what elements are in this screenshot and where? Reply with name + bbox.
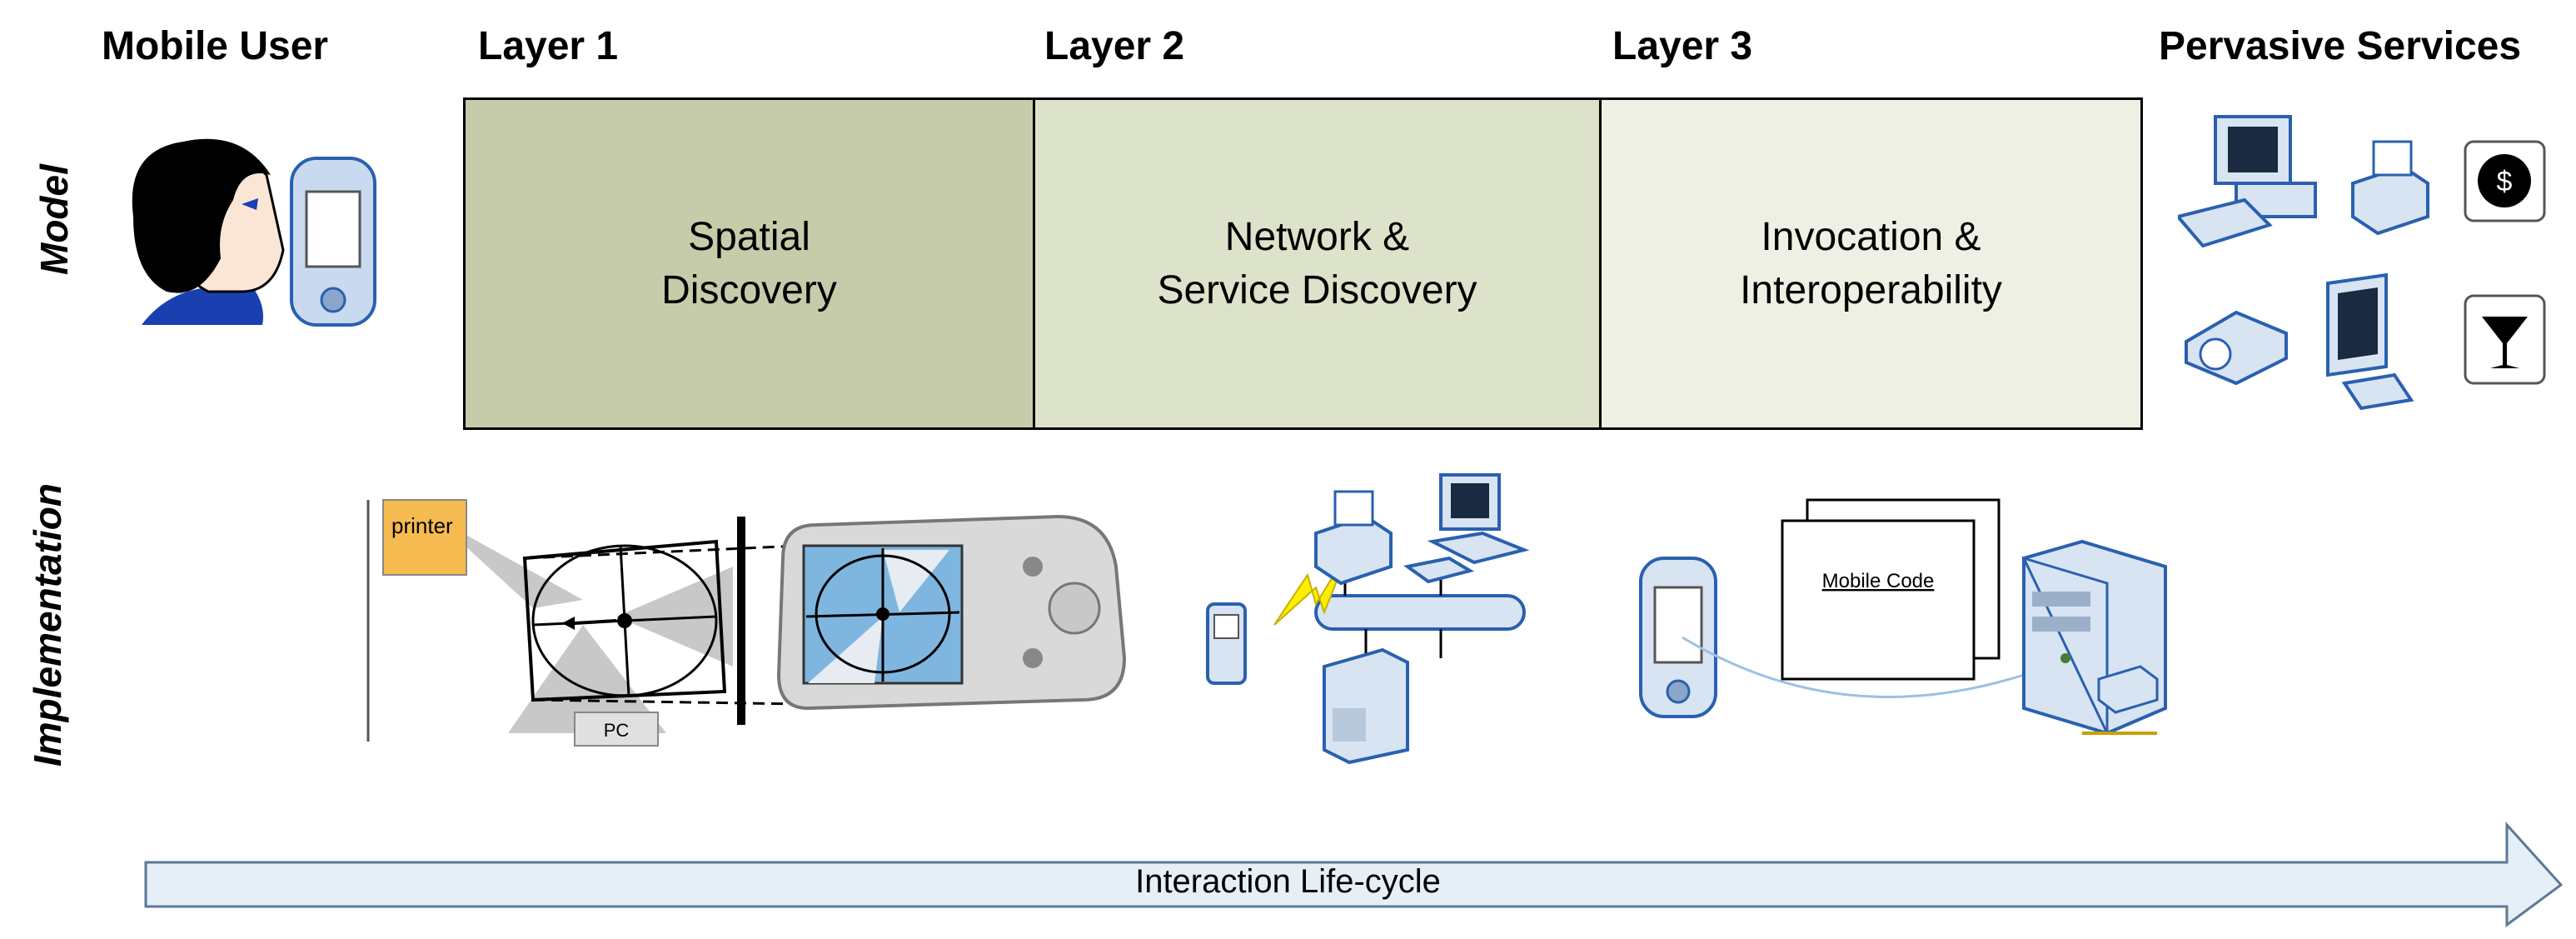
layer-3-line-2: Interoperability xyxy=(1740,267,2002,312)
network-discovery-illustration xyxy=(1206,473,1530,765)
row-label-model: Model xyxy=(32,164,76,275)
printer-box: printer xyxy=(382,499,467,576)
invocation-illustration: Mobile Code xyxy=(1639,498,2167,736)
computer-icon xyxy=(2178,115,2317,248)
layer-1-line-2: Discovery xyxy=(661,267,837,312)
mobile-code-label: Mobile Code xyxy=(1822,570,1935,592)
dollar-icon: $ xyxy=(2464,140,2546,222)
header-layer-2: Layer 2 xyxy=(1044,24,1185,68)
interaction-lifecycle-arrow xyxy=(144,822,2564,927)
pc-label: PC xyxy=(604,720,630,741)
header-layer-3: Layer 3 xyxy=(1612,24,1753,68)
pervasive-services-icons: $ xyxy=(2178,115,2546,411)
layer-2-line-2: Service Discovery xyxy=(1157,267,1477,312)
printer-label: printer xyxy=(391,513,453,538)
server-icon xyxy=(1323,647,1409,765)
printer-icon xyxy=(1314,490,1393,586)
layer-3-box: Invocation & Interoperability xyxy=(1599,97,2143,430)
computer-icon xyxy=(1403,473,1530,584)
row-label-implementation: Implementation xyxy=(26,483,69,767)
layer-3-line-1: Invocation & xyxy=(1761,214,1981,259)
mobile-code-document: Mobile Code xyxy=(1781,498,2001,681)
header-mobile-user: Mobile User xyxy=(102,24,329,68)
cocktail-icon xyxy=(2464,294,2546,385)
mobile-user-illustration xyxy=(132,138,376,327)
monitor-icon xyxy=(2326,272,2414,411)
projector-icon xyxy=(2185,310,2288,386)
mobile-phone-icon xyxy=(1206,602,1247,685)
interaction-lifecycle-label: Interaction Life-cycle xyxy=(1135,863,1441,900)
printer-icon xyxy=(2082,665,2159,735)
pc-box: PC xyxy=(574,712,659,747)
pda-icon xyxy=(290,157,376,327)
printer-icon xyxy=(2351,140,2429,236)
layer-2-line-1: Network & xyxy=(1224,214,1410,259)
dollar-symbol: $ xyxy=(2497,166,2513,197)
layer-2-box: Network & Service Discovery xyxy=(1033,97,1602,430)
pipe-icon xyxy=(1314,567,1526,675)
handheld-device-icon xyxy=(776,514,1127,711)
pda-icon xyxy=(1639,557,1717,718)
spatial-discovery-illustration: printer PC xyxy=(366,492,1127,750)
header-layer-1: Layer 1 xyxy=(478,24,619,68)
layer-1-line-1: Spatial xyxy=(688,214,810,259)
header-pervasive-services: Pervasive Services xyxy=(2159,24,2522,68)
